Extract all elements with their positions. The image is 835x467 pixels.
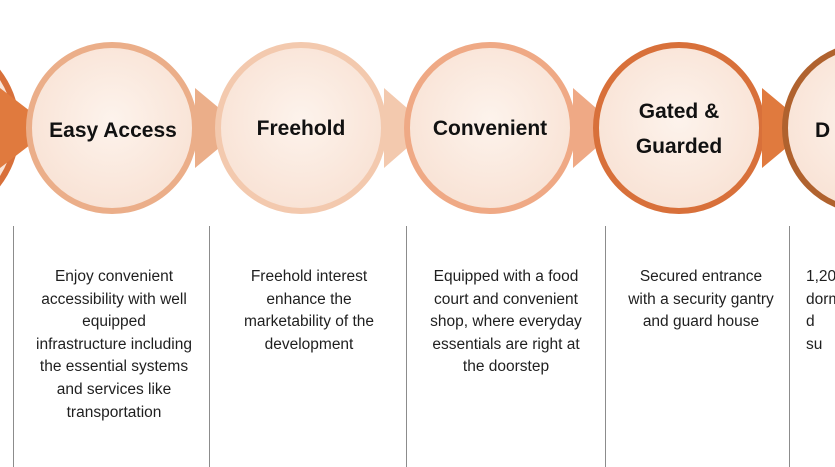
- step-title-freehold: Freehold: [257, 117, 346, 140]
- step-node-freehold: Freehold: [215, 42, 430, 214]
- step-node-convenient: Convenient: [404, 42, 619, 214]
- step-description-partial-right: 1,20 dorm d su: [806, 268, 835, 353]
- step-description-convenient: Equipped with a food court and convenien…: [430, 268, 582, 376]
- step-title-easy-access: Easy Access: [49, 119, 177, 142]
- step-description-gated-guarded: Secured entrance with a security gantry …: [628, 268, 774, 331]
- step-node-easy-access: Easy Access: [26, 42, 243, 214]
- step-description-easy-access: Enjoy convenient accessibility with well…: [36, 268, 192, 421]
- step-node-gated-guarded: Gated & Guarded: [593, 42, 810, 214]
- divider-3: [406, 226, 407, 467]
- step-title-gated-guarded-line2: Guarded: [636, 135, 722, 158]
- divider-4: [605, 226, 606, 467]
- step-title-partial-right: D: [815, 119, 830, 142]
- divider-5: [789, 226, 790, 467]
- step-node-partial-right: D: [782, 48, 835, 208]
- step-title-gated-guarded-line1: Gated &: [639, 100, 720, 123]
- step-description-freehold: Freehold interest enhance the marketabil…: [243, 268, 375, 353]
- divider-2: [209, 226, 210, 467]
- divider-1: [13, 226, 14, 467]
- step-title-convenient: Convenient: [433, 117, 547, 140]
